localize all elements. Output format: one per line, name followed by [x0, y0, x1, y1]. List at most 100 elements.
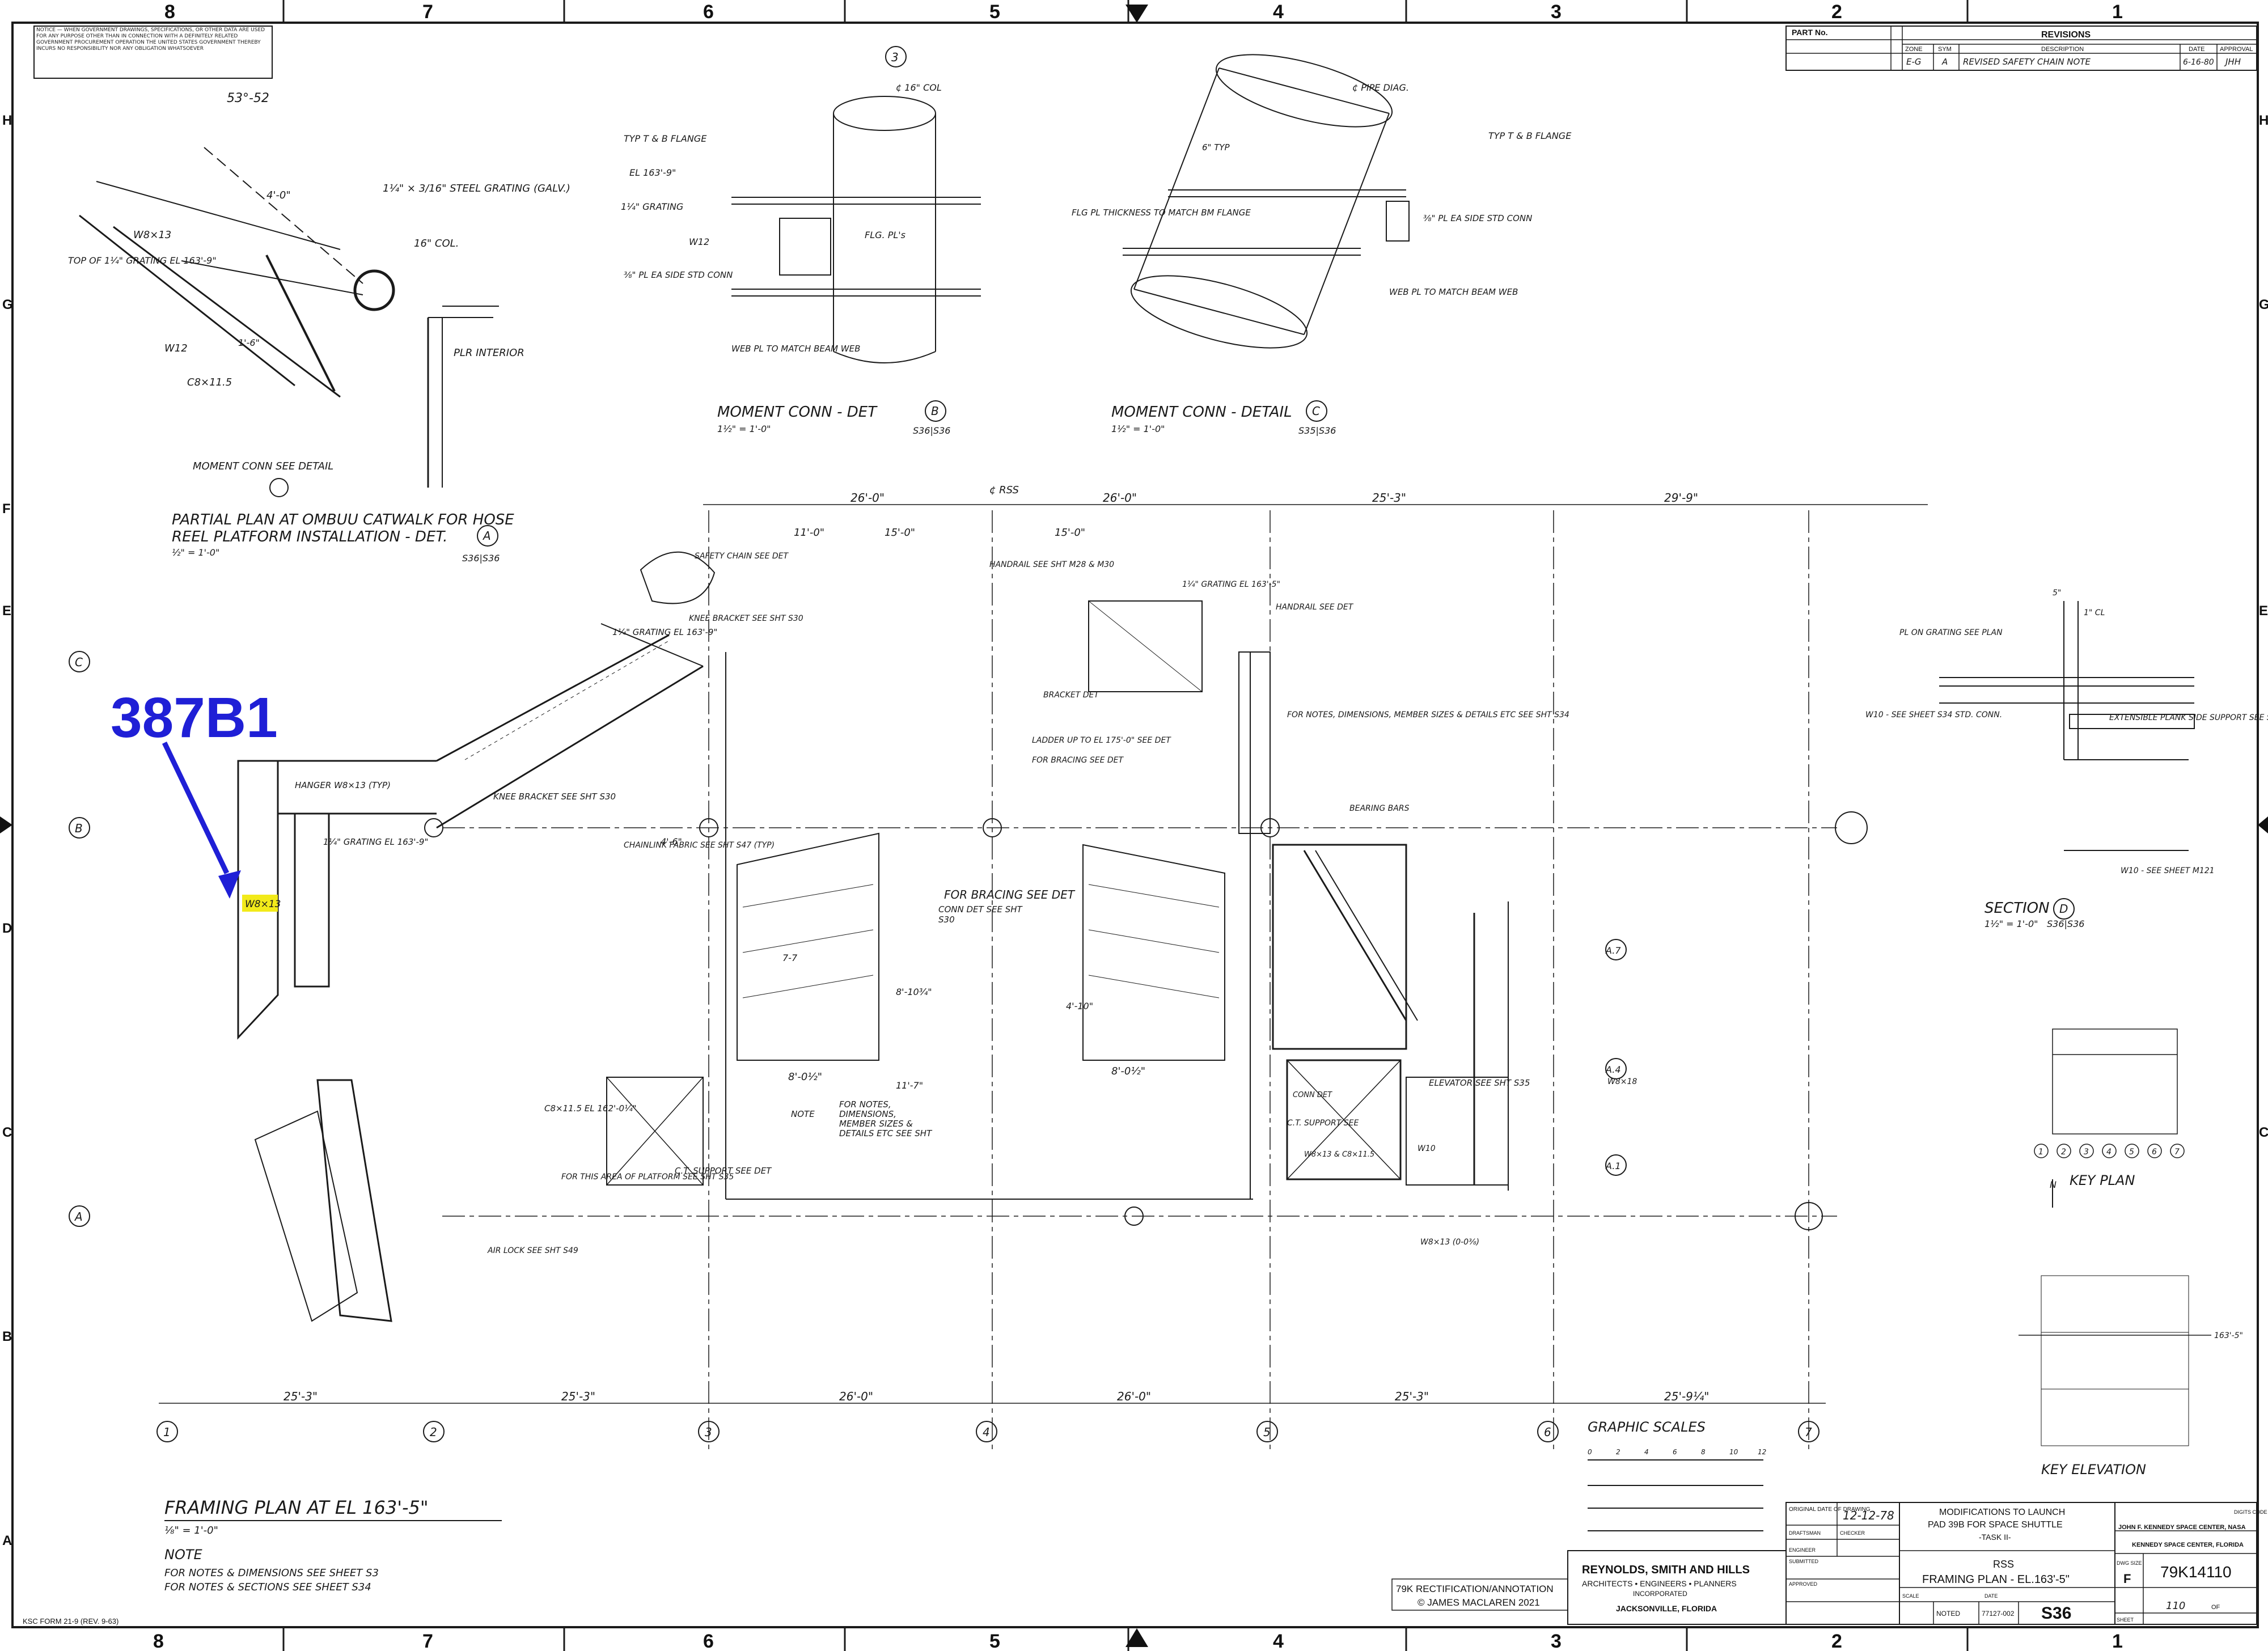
detail-b-ref: S36|S36: [913, 425, 950, 436]
checker-label: CHECKER: [1840, 1530, 1865, 1536]
plan-label-airlock: C8×11.5 EL 162'-0¼": [544, 1103, 637, 1114]
grid-col-4: 4: [983, 1425, 990, 1439]
partial-plan-scale: ½" = 1'-0": [172, 547, 219, 558]
dim-top-3: 11'-0": [794, 527, 824, 539]
revision-approval: JHH: [2224, 57, 2241, 67]
notice-text: NOTICE — WHEN GOVERNMENT DRAWINGS, SPECI…: [36, 27, 265, 52]
grid-col-1: 1: [163, 1425, 171, 1439]
zone-side-f: F: [2, 501, 11, 517]
key-plan-num-7: 7: [2174, 1148, 2180, 1157]
framing-plan-note-2: FOR NOTES & SECTIONS SEE SHEET S34: [164, 1581, 371, 1593]
plan-label-gusset: W8×18: [1607, 1077, 1637, 1086]
date-label: DATE: [1984, 1593, 1998, 1599]
plan-label-grating-163-5: 1¼" GRATING EL 163'-5": [1182, 580, 1280, 589]
detail-b-title: MOMENT CONN - DET: [717, 404, 878, 421]
zone-labels-bottom: 8 7 6 5 4 3 2 1: [153, 1631, 2123, 1651]
zone-bottom-2: 2: [1831, 1631, 1842, 1651]
detail-b-callout: 3: [891, 50, 899, 64]
angle-note: 53°-52: [227, 91, 269, 105]
dim-top-7: 29'-9": [1664, 491, 1698, 505]
detail-b-label-flg: FLG. PL's: [865, 230, 905, 240]
plan-label-c8-right: ELEVATOR SEE SHT S35: [1429, 1078, 1530, 1088]
detail-b-moment-conn: 3 ¢ 16" COL TYP T & B FLANGE EL 163'-9" …: [621, 46, 981, 436]
plan-label-conn-det-bottom: W8×13 (0-0⅜): [1420, 1238, 1479, 1247]
plan-label-c8-el: NOTE: [791, 1109, 815, 1119]
detail-c-label-typ: 6" TYP: [1202, 142, 1230, 153]
drawing-title: FRAMING PLAN - EL.163'-5": [1922, 1573, 2070, 1586]
firm-name: REYNOLDS, SMITH AND HILLS: [1582, 1564, 1750, 1576]
zone-side-c-right: C: [2259, 1125, 2268, 1140]
zone-bottom-3: 3: [1551, 1631, 1562, 1651]
revision-sym: A: [1941, 57, 1948, 67]
detail-c-scale: 1½" = 1'-0": [1111, 424, 1165, 434]
sheet-id: S36: [2041, 1604, 2071, 1623]
key-plan-title: KEY PLAN: [2070, 1172, 2135, 1188]
dwg-size: F: [2123, 1572, 2131, 1586]
framing-plan-main: C B A A.1 A.4 A.7 1 2 3 4 5 6 7 26'-0": [69, 484, 1928, 1451]
framing-plan-note-heading: NOTE: [164, 1547, 203, 1563]
zone-bottom-8: 8: [153, 1631, 164, 1651]
detail-b-label-web: WEB PL TO MATCH BEAM WEB: [731, 344, 860, 354]
detail-b-label-grating: 1¼" GRATING: [621, 201, 683, 212]
detail-b-label-el: EL 163'-9": [629, 167, 676, 178]
grid-row-a4: A.4: [1605, 1064, 1621, 1075]
zone-side-e: E: [2, 603, 11, 619]
project-line-1: MODIFICATIONS TO LAUNCH: [1939, 1508, 2065, 1517]
plan-label-this-area: FOR NOTES, DIMENSIONS, MEMBER SIZES & DE…: [839, 1100, 932, 1140]
plan-label-conn-det: FOR NOTES, DIMENSIONS, MEMBER SIZES & DE…: [1287, 710, 1569, 719]
drawing-subtitle: RSS: [1993, 1559, 2014, 1570]
plan-label-bracket: BRACKET DET: [1043, 691, 1099, 700]
zone-top-1: 1: [2112, 1, 2123, 23]
annotation-highlight: [242, 895, 278, 912]
section-label-w10-m121: W10 - SEE SHEET M121: [2121, 866, 2215, 875]
draftsman-label: DRAFTSMAN: [1789, 1530, 1821, 1536]
zone-top-4: 4: [1273, 1, 1284, 23]
framing-plan-title: FRAMING PLAN AT EL 163'-5": [164, 1497, 429, 1518]
detail-c-moment-conn: ¢ PIPE DIAG. TYP T & B FLANGE FLG PL THI…: [1072, 54, 1572, 436]
dwg-number: 79K14110: [2160, 1563, 2232, 1581]
plan-label-elevator: C.T. SUPPORT SEE: [1287, 1119, 1359, 1128]
plan-label-handrail: HANDRAIL SEE SHT M28 & M30: [989, 560, 1114, 569]
zone-side-h: H: [2, 113, 12, 128]
key-elevation-title: KEY ELEVATION: [2041, 1462, 2146, 1478]
detail-c-title: MOMENT CONN - DETAIL: [1111, 404, 1292, 421]
key-plan: 1 2 3 4 5 6 7 N KEY PLAN: [2034, 1028, 2185, 1208]
plan-label-w10: C.T. SUPPORT SEE DET: [675, 1166, 772, 1176]
revisions-col-sym: SYM: [1938, 46, 1952, 53]
zone-top-2: 2: [1831, 1, 1842, 23]
section-scale: 1½" = 1'-0": [1984, 918, 2038, 929]
annotation-highlight-text: W8×13: [245, 899, 281, 910]
grid-col-6: 6: [1544, 1425, 1551, 1439]
detail-c-label-web: WEB PL TO MATCH BEAM WEB: [1389, 287, 1518, 297]
partial-plan-label-dim1: 4'-0": [266, 189, 291, 201]
project-line-2: PAD 39B FOR SPACE SHUTTLE: [1928, 1520, 2063, 1530]
center-line-2: KENNEDY SPACE CENTER, FLORIDA: [2132, 1542, 2244, 1548]
plan-note-heading: FOR BRACING SEE DET: [944, 888, 1076, 901]
graphic-scales-title: GRAPHIC SCALES: [1588, 1419, 1706, 1435]
partial-plan-label-col: 16" COL.: [414, 238, 459, 249]
sheet-label: SHEET: [2117, 1617, 2134, 1623]
job-number: 77127-002: [1982, 1610, 2015, 1618]
framing-plan-title-block: FRAMING PLAN AT EL 163'-5" ⅛" = 1'-0" NO…: [164, 1497, 502, 1593]
grid-row-a1: A.1: [1605, 1161, 1621, 1171]
zone-side-e-right: E: [2259, 603, 2268, 619]
partial-plan-label-moment: MOMENT CONN SEE DETAIL: [193, 460, 333, 472]
zone-side-d: D: [2, 921, 12, 936]
revisions-col-approval: APPROVAL: [2220, 46, 2253, 53]
key-plan-num-6: 6: [2152, 1148, 2157, 1157]
dim-top-6: 25'-3": [1372, 491, 1406, 505]
grid-col-2: 2: [430, 1425, 437, 1439]
dim-bottom-1: 25'-3": [284, 1390, 318, 1403]
revisions-header: REVISIONS: [2041, 30, 2091, 40]
revisions-col-description: DESCRIPTION: [2041, 46, 2084, 53]
sheet-of-label: OF: [2211, 1604, 2220, 1611]
detail-b-label-pl: ⅜" PL EA SIDE STD CONN: [624, 270, 733, 280]
annotation-arrowhead-icon: [218, 870, 241, 899]
key-elevation-level: 163'-5": [2214, 1331, 2243, 1340]
dim-bottom-6: 25'-9¼": [1664, 1390, 1709, 1403]
rss-centerline: ¢ RSS: [989, 484, 1019, 496]
grid-row-a: A: [74, 1210, 83, 1224]
detail-b-label-flange: TYP T & B FLANGE: [624, 133, 707, 144]
scale-tick-10: 10: [1729, 1448, 1738, 1456]
detail-b-marker: B: [931, 404, 939, 418]
